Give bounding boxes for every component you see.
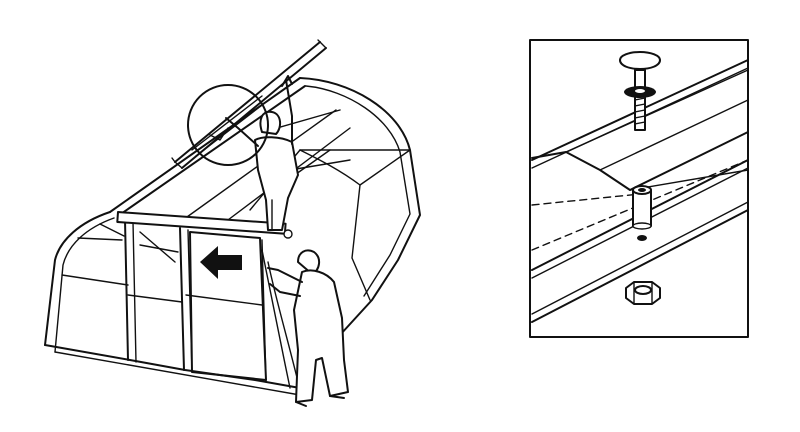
- hex-nut-icon: [625, 281, 661, 305]
- arrow-left-icon: [200, 246, 242, 279]
- bolt-detail-illustration: [529, 39, 749, 338]
- greenhouse-back-frame: [299, 77, 421, 336]
- door-top-bar: [116, 211, 293, 239]
- magnify-circle-icon: [187, 84, 269, 166]
- worker-on-roof: [225, 75, 299, 231]
- greenhouse-front-wall: [44, 211, 301, 396]
- spacer-sleeve-icon: [632, 185, 652, 241]
- sliding-door-panel: [189, 231, 301, 391]
- greenhouse-illustration: [44, 39, 421, 407]
- roof-profile-rails: [531, 59, 749, 323]
- worker-at-door: [267, 249, 349, 407]
- carriage-bolt-icon: [619, 51, 661, 131]
